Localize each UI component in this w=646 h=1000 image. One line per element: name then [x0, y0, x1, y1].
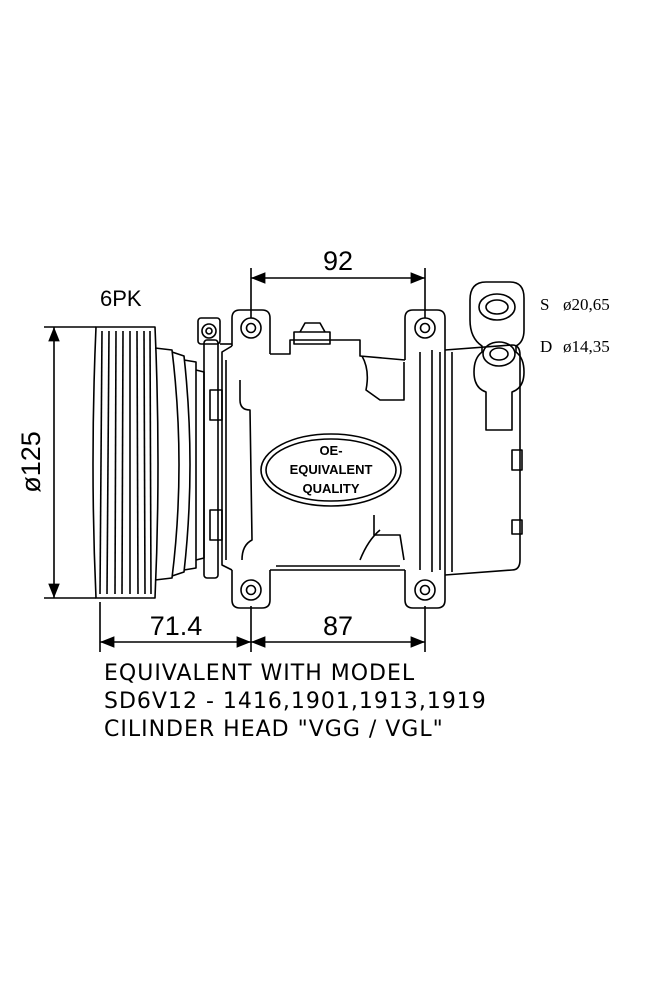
port-block — [469, 281, 525, 431]
model-notes: EQUIVALENT WITH MODEL SD6V12 - 1416,1901… — [104, 660, 487, 744]
dim-label-125: ø125 — [16, 431, 46, 493]
rear-housing — [444, 344, 523, 576]
dimension-87 — [250, 606, 426, 652]
discharge-port — [482, 341, 516, 367]
badge-line-2: EQUIVALENT — [290, 462, 373, 477]
dim-label-87: 87 — [323, 611, 353, 641]
oe-quality-badge — [260, 433, 402, 507]
badge-line-3: QUALITY — [302, 481, 359, 496]
discharge-port-letter: D — [540, 337, 552, 356]
suction-port-letter: S — [540, 295, 549, 314]
dim-label-71-4: 71.4 — [150, 611, 203, 641]
badge-line-1: OE- — [319, 443, 342, 458]
note-line-2: SD6V12 - 1416,1901,1913,1919 — [104, 689, 487, 714]
suction-port — [478, 293, 516, 321]
suction-port-diameter: ø20,65 — [563, 295, 610, 314]
note-line-1: EQUIVALENT WITH MODEL — [104, 661, 416, 686]
dimension-92 — [250, 268, 426, 318]
dim-label-92: 92 — [323, 246, 353, 276]
pulley — [92, 326, 205, 599]
note-line-3: CILINDER HEAD "VGG / VGL" — [104, 717, 444, 742]
discharge-port-diameter: ø14,35 — [563, 337, 610, 356]
dimension-125 — [44, 326, 96, 599]
compressor-body — [221, 309, 446, 609]
front-housing — [197, 317, 232, 579]
belt-profile-label: 6PK — [100, 286, 142, 311]
